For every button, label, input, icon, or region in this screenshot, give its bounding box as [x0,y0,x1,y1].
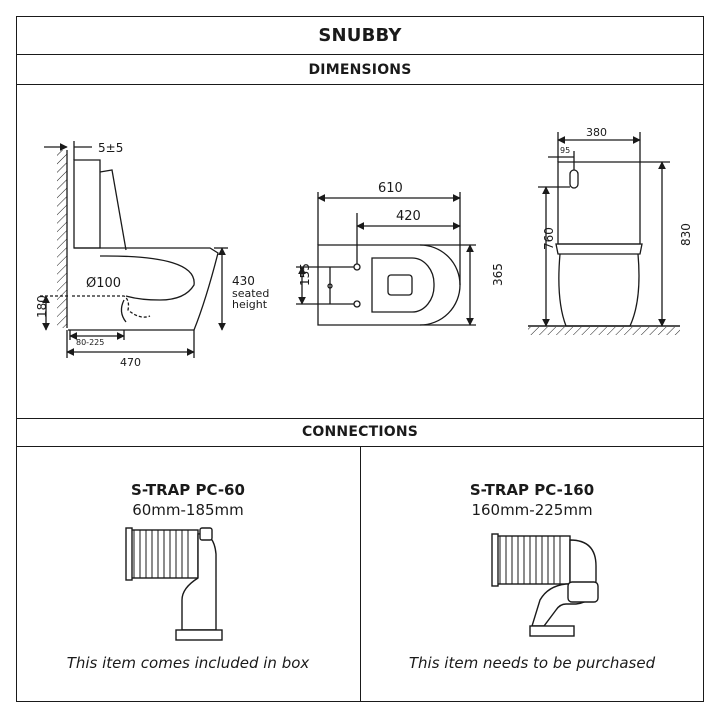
trap-1-note: This item comes included in box [66,654,310,672]
side-view [40,141,228,358]
trap1-rim [125,527,133,581]
side-tank [73,159,101,249]
top-view [296,192,476,326]
label-range: 80-225 [76,338,104,347]
label-830: 830 [679,223,693,246]
label-610: 610 [378,181,403,196]
top-seat-pad [387,274,413,296]
top-seat [371,257,435,313]
trap-pc60-illustration [125,527,223,641]
label-470: 470 [120,356,141,369]
label-height: height [232,298,268,311]
trap1-cap [199,527,213,541]
side-outlet [120,299,127,323]
trap2-elbow [531,539,597,627]
dimensions-heading: DIMENSIONS [308,62,412,78]
trap2-body [493,535,571,585]
divider-dimensions [16,84,704,85]
label-seated: seated [232,287,269,300]
label-offset: 5±5 [98,141,123,155]
trap2-joint [567,581,599,603]
trap-2-note: This item needs to be purchased [408,654,656,672]
trap2-rim [491,533,499,587]
label-180: 180 [35,295,49,318]
front-button [569,169,579,189]
divider-title [16,54,704,55]
front-floor-hatch [528,327,680,335]
trap-2-name: S-TRAP PC-160 [469,481,595,499]
front-view [528,132,680,335]
divider-connections-top [16,418,704,419]
label-430: 430 [232,274,255,288]
connections-heading: CONNECTIONS [301,424,419,440]
label-760: 760 [542,227,556,250]
side-lid [99,169,127,251]
top-outline [317,244,461,326]
top-bolt-1 [353,263,361,271]
front-seat [555,243,643,255]
label-outlet: Ø100 [86,276,121,291]
trap-1-name: S-TRAP PC-60 [131,481,245,499]
side-trap [72,295,151,318]
label-380: 380 [586,126,607,139]
trap1-ribs [133,530,189,578]
trap2-base [529,625,575,637]
label-95: 95 [560,146,570,155]
label-365: 365 [491,263,505,286]
label-155: 155 [298,263,312,286]
trap2-ribs [499,536,561,584]
front-bowl [558,253,640,327]
label-420: 420 [396,209,421,224]
page-title: SNUBBY [318,25,402,46]
divider-vertical [360,446,361,702]
trap-2-range: 160mm-225mm [471,501,593,519]
top-bolt-2 [353,300,361,308]
side-bowl-inner [99,255,195,301]
trap-pc160-illustration [491,533,599,637]
trap1-base [175,629,223,641]
wall-hatch [57,150,67,328]
trap-1-range: 60mm-185mm [132,501,244,519]
side-bowl [68,247,219,331]
